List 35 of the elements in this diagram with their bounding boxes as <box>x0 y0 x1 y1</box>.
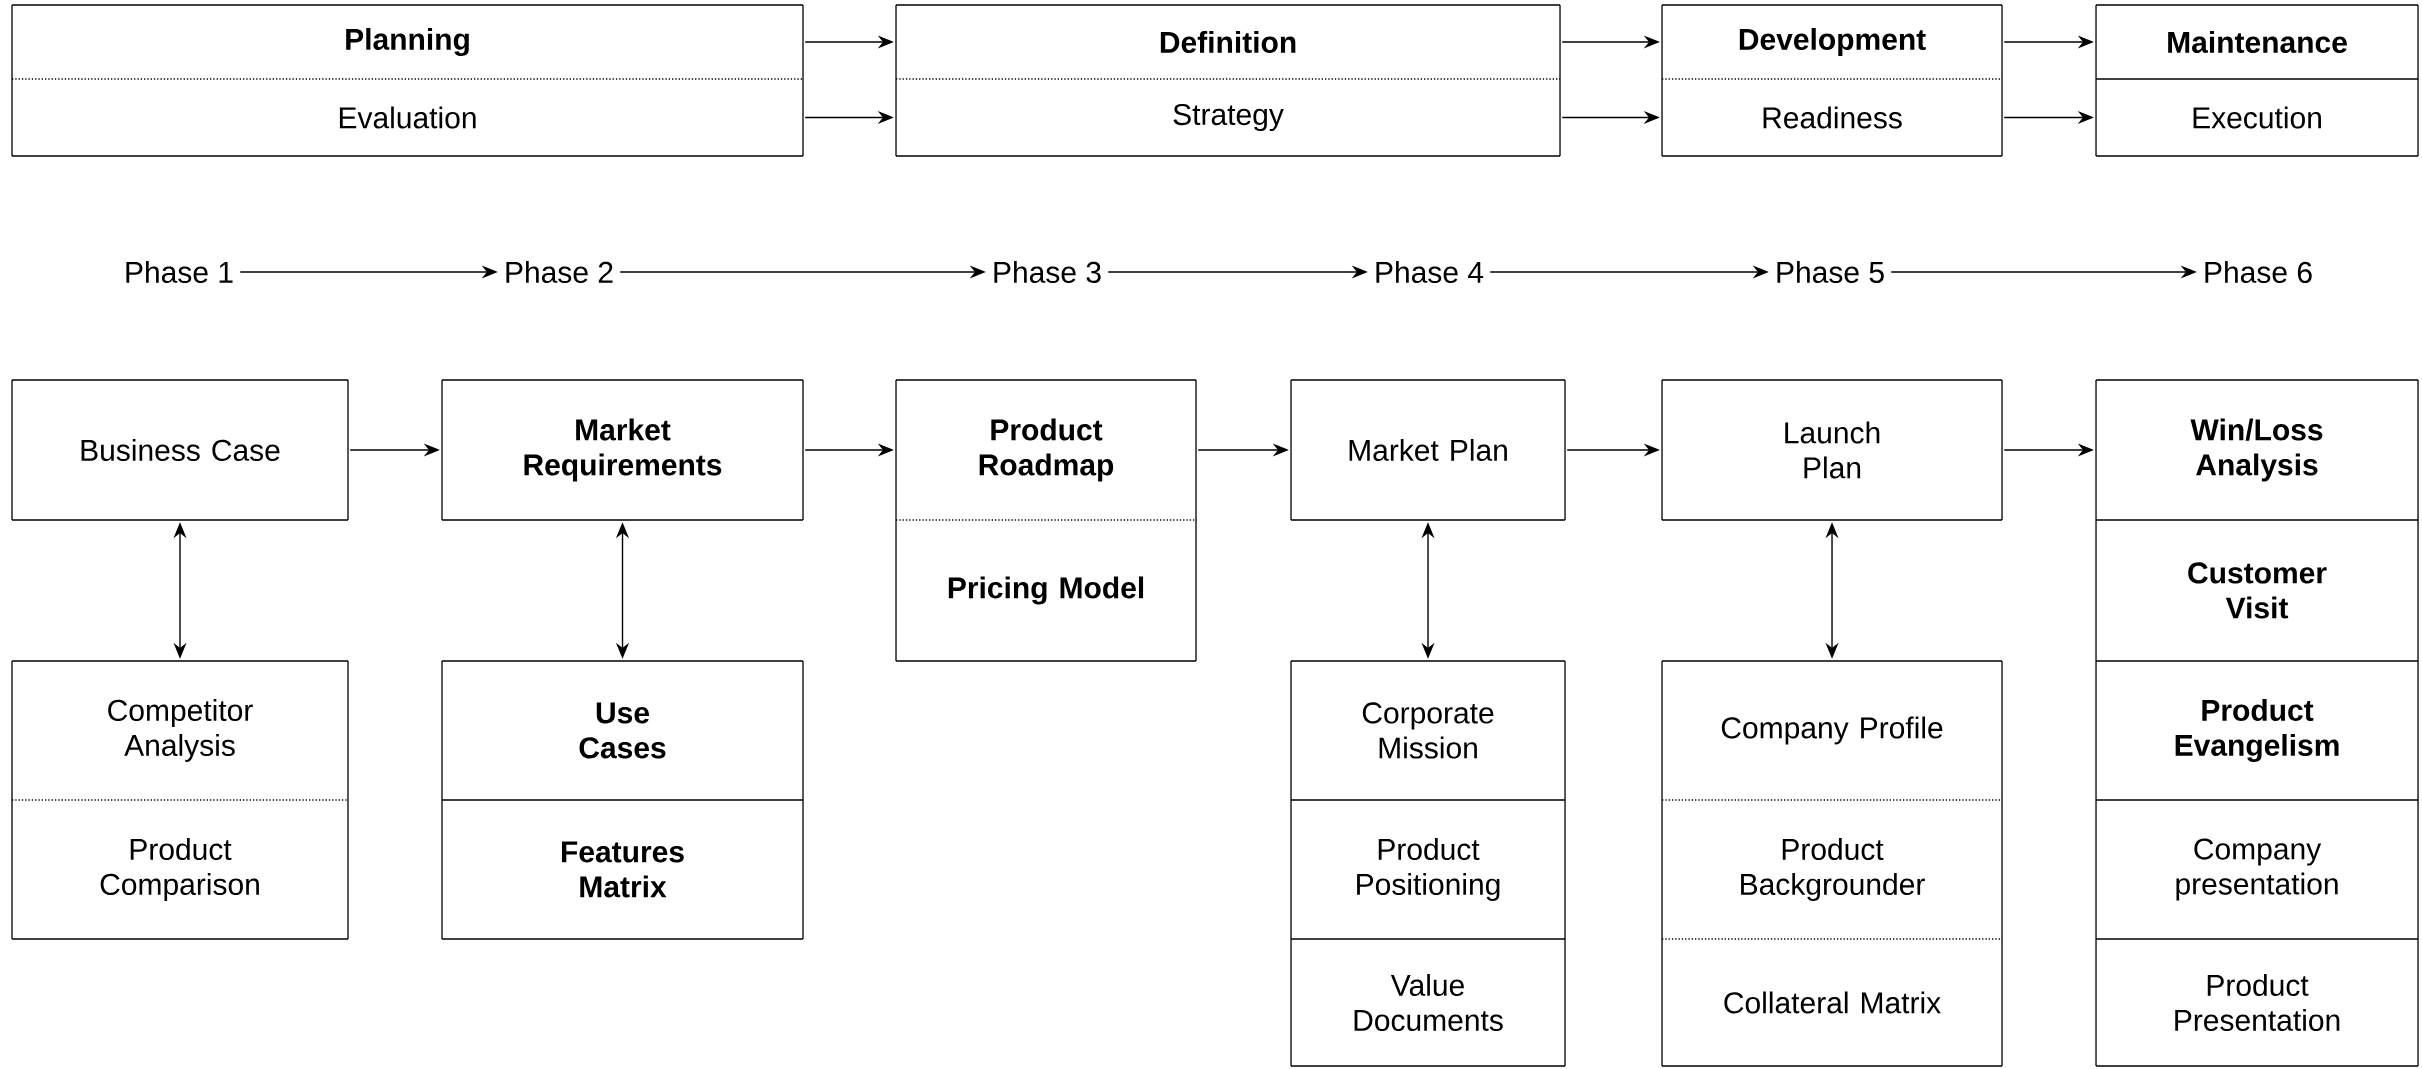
table-cell: Pricing Model <box>895 519 1197 662</box>
table-cell: Execution <box>2095 78 2419 157</box>
table-cell: Competitor Analysis <box>11 660 349 801</box>
table-cell: Definition <box>895 4 1561 80</box>
table-cell: Strategy <box>895 78 1561 157</box>
table-cell: Product Comparison <box>11 799 349 940</box>
table-cell: Planning <box>11 4 804 80</box>
phase-label: Phase 2 <box>506 261 613 283</box>
phase-label: Phase 6 <box>2205 261 2312 283</box>
table-cell: Business Case <box>11 379 349 521</box>
table-cell: Launch Plan <box>1661 379 2003 521</box>
table-cell: Company presentation <box>2095 799 2419 940</box>
table-cell: Market Plan <box>1290 379 1566 521</box>
phase-label: Phase 5 <box>1777 261 1884 283</box>
table-cell: Development <box>1661 4 2003 80</box>
table-cell: Product Presentation <box>2095 938 2419 1067</box>
table-cell: Use Cases <box>441 660 804 801</box>
phase-label: Phase 4 <box>1376 261 1484 283</box>
table-cell: Collateral Matrix <box>1661 938 2003 1067</box>
table-cell: Product Roadmap <box>895 379 1197 521</box>
table-cell: Readiness <box>1661 78 2003 157</box>
phase-label: Phase 1 <box>126 261 233 283</box>
table-cell: Features Matrix <box>441 799 804 940</box>
table-cell: Evaluation <box>11 78 804 157</box>
table-cell: Maintenance <box>2095 4 2419 80</box>
table-cell: Product Positioning <box>1290 799 1566 940</box>
table-cell: Win/Loss Analysis <box>2095 379 2419 521</box>
table-cell: Product Evangelism <box>2095 660 2419 801</box>
table-cell: Company Profile <box>1661 660 2003 801</box>
table-cell: Product Backgrounder <box>1661 799 2003 940</box>
table-cell: Value Documents <box>1290 938 1566 1067</box>
table-cell: Market Requirements <box>441 379 804 521</box>
phase-label: Phase 3 <box>994 261 1101 283</box>
table-cell: Corporate Mission <box>1290 660 1566 801</box>
table-cell: Customer Visit <box>2095 519 2419 662</box>
